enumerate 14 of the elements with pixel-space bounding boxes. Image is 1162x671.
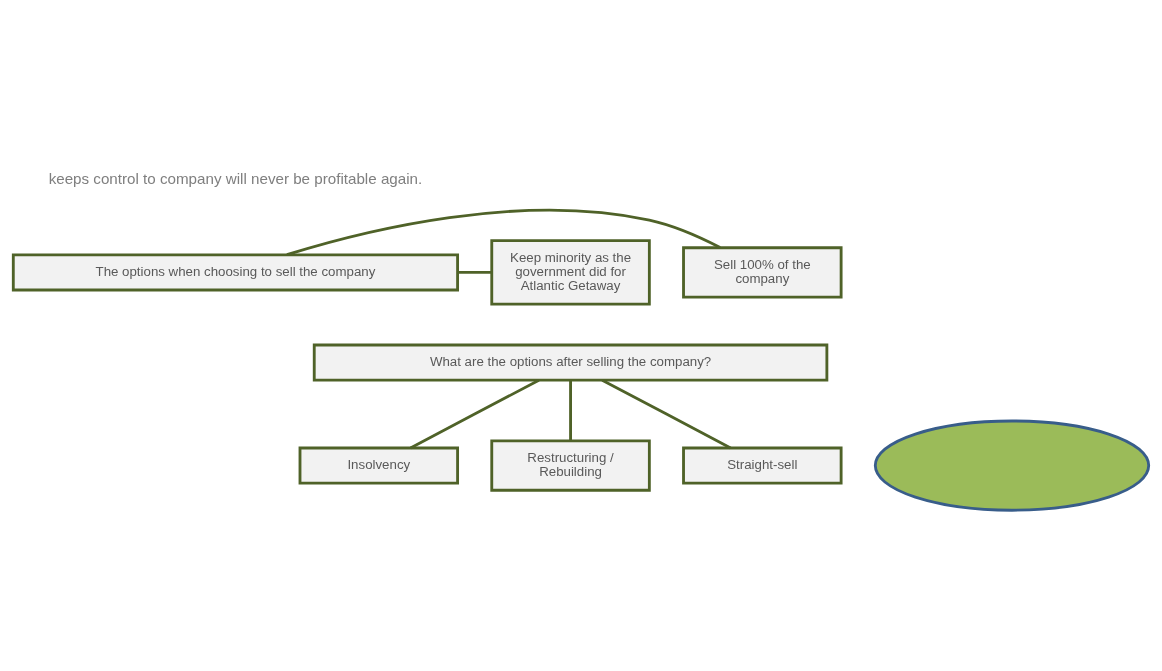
node-box: Restructuring / Rebuilding [490, 438, 651, 492]
label: keeps control to company will never be profitable again. [48, 169, 423, 187]
node-box: Insolvency [298, 446, 459, 485]
connector [286, 208, 721, 256]
connector [601, 378, 732, 449]
connector [409, 378, 540, 449]
node-box: What are the options after selling the company? [312, 343, 829, 382]
node-box: Keep minority as the government did for Atlantic Getaway [490, 238, 651, 306]
node-box: Straight-sell [682, 446, 843, 485]
node-ellipse [873, 419, 1151, 512]
node-box: Sell 100% of the company [682, 245, 843, 298]
connector [457, 270, 492, 274]
connector [569, 379, 572, 441]
node-box: The options when choosing to sell the company [11, 252, 459, 291]
